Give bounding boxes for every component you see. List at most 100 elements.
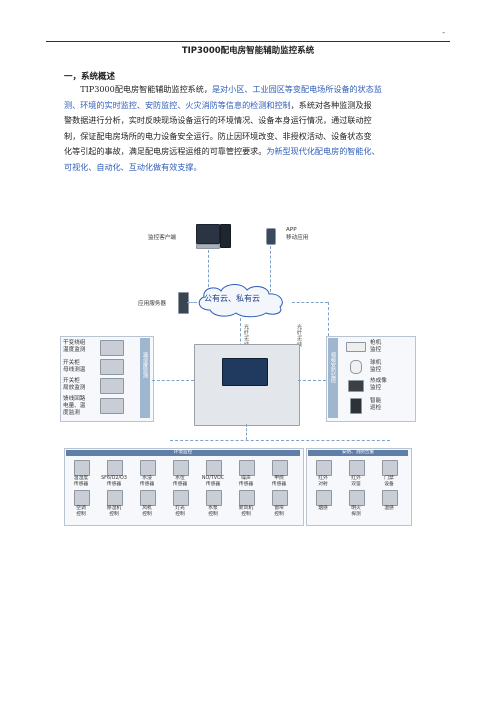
security-device-icon [316,460,332,476]
overview-paragraph: TIP3000配电房智能辅助监控系统，是对小区、工业园区等变配电场所设备的状态监… [64,82,436,176]
switchgear-icon [100,378,124,394]
fire-device-icon [349,490,365,506]
fire-device-label: 温感 [376,506,402,512]
link-app-cloud [270,246,271,292]
env-sensor-device-label-line: 水位 [175,476,185,481]
link-cloud-right-h [292,302,328,303]
env-sensor-device-label-line: NO/TVOC [201,476,225,481]
link-client-cloud [208,250,209,292]
right-item: 智能巡检 [370,398,381,412]
env-control-device-label: 灯光控制 [167,506,193,518]
phone-icon [266,228,276,245]
right-video-box [326,336,416,422]
security-device-icon [382,460,398,476]
fire-device-icon [316,490,332,506]
env-control-device-icon [272,490,288,506]
left-item: 开关柜局放监测 [63,378,85,392]
security-device-label-line: 双鉴 [351,482,361,487]
env-control-device-label: 窗帘控制 [266,506,292,518]
env-sensor-device-icon [272,460,288,476]
env-header: 环境监控 [173,450,193,455]
env-sensor-device-label-line: 传感器 [172,482,188,487]
env-control-device-icon [107,490,123,506]
env-control-device-label: 新风机控制 [233,506,259,518]
env-sensor-device-label-line: 传感器 [106,482,122,487]
right-item-line: 监控 [370,367,382,373]
overview-highlight: 可视化、自动化、互动化做有效支撑。 [64,161,202,172]
env-header-bar: 环境监控 [66,450,300,456]
link-cabinet-bottom [246,424,247,440]
right-item-line: 智能 [370,398,382,404]
fire-device-label-line: 明火 [351,506,361,511]
overview-line: ，系统对各种监测及报 [290,99,372,110]
security-device-label-line: 门禁 [384,476,394,481]
app-label-1: APP [286,227,297,233]
document-title: TIP3000配电房智能辅助监控系统 [181,46,315,56]
link-right-label: 光纤/无线 [296,324,302,347]
dome-camera-icon [350,360,362,374]
env-sensor-device-label-line: 温湿度 [73,476,89,481]
overview-line: 制，保证配电房场所的电力设备安全运行。防止因环境改变、非授权活动、设备状态变 [64,130,372,141]
env-sensor-device-label-line: 噪声 [241,476,251,481]
security-header-bar: 安防、消防告警 [308,450,408,456]
left-item-line: 母线测温 [63,367,86,373]
right-item-line: 巡检 [370,405,382,411]
env-control-device-label: 除湿机控制 [101,506,127,518]
right-band-label: 视频安防监控 [330,352,336,384]
overview-line: 化等引起的事故，满足配电房远程运维的可靠管控要求。 [64,146,267,157]
env-control-device-label-line: 控制 [76,512,86,517]
left-item-line: 电量、温 [63,403,86,409]
env-sensor-device-icon [239,460,255,476]
right-item-line: 枪机 [370,340,382,346]
env-sensor-device-label-line: SF6/O2/O3 [101,476,127,481]
inspection-robot-icon [350,398,362,414]
meter-icon [100,398,124,414]
right-item-line: 监控 [370,347,382,353]
security-device-icon [349,460,365,476]
env-sensor-device-label-line: 传感器 [205,482,221,487]
overview-highlight: 为新型现代化配电房的智能化、 [266,146,380,157]
env-sensor-device-label: 甲烷传感器 [266,476,292,488]
fire-device-icon [382,490,398,506]
right-item: 枪机监控 [370,340,381,354]
env-control-device-icon [173,490,189,506]
env-control-device-label-line: 控制 [274,512,284,517]
pc-tower-icon [220,224,231,248]
security-header: 安防、消防告警 [341,450,375,455]
app-label-2: 移动应用 [286,235,309,241]
env-sensor-device-label: 水位传感器 [167,476,193,488]
left-item-line: 局放监测 [63,385,86,391]
env-sensor-device-icon [74,460,90,476]
env-sensor-device-label-line: 传感器 [238,482,254,487]
fire-device-label: 明火探测 [343,506,369,518]
link-left-label: 光纤/无线 [243,324,249,347]
env-monitoring-box [64,448,304,526]
overview-highlight: 是对小区、工业园区等变配电场所设备的状态监 [211,84,382,94]
security-device-label: 门禁设备 [376,476,402,488]
left-item-line: 温度监测 [63,347,86,353]
fire-device-label-line: 探测 [351,512,361,517]
left-band-label: 温湿度监测 [142,352,148,378]
env-control-device-label: 水泵控制 [200,506,226,518]
env-control-device-icon [206,490,222,506]
env-control-device-label-line: 空调 [76,506,86,511]
env-control-device-label: 风机控制 [134,506,160,518]
env-sensor-device-label-line: 甲烷 [274,476,284,481]
env-sensor-device-label-line: 水浸 [142,476,152,481]
cloud-label: 公有云、私有云 [204,294,260,303]
env-control-device-label-line: 除湿机 [106,506,122,511]
client-label: 监控客户端 [148,235,176,241]
left-band [140,338,150,418]
thermal-camera-icon [348,380,364,392]
env-control-device-label-line: 控制 [142,512,152,517]
right-item-line: 监控 [370,385,382,391]
left-item-line: 开关柜 [63,378,80,384]
left-item-line: 度监测 [63,410,80,416]
security-device-label: 红外对射 [310,476,336,488]
env-control-device-label-line: 控制 [109,512,119,517]
env-sensor-device-label: 噪声传感器 [233,476,259,488]
env-sensor-device-label: 温湿度传感器 [68,476,94,488]
env-sensor-device-icon [173,460,189,476]
transformer-icon [100,340,124,356]
